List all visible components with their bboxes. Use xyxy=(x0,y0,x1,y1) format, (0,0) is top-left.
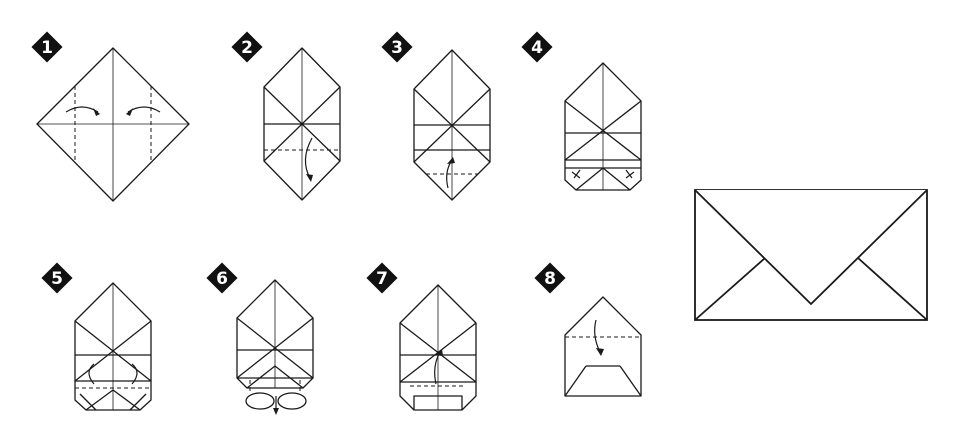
step-2-number: 2 xyxy=(241,38,253,58)
step-5-number: 5 xyxy=(51,269,63,289)
step-4-paper xyxy=(564,62,642,191)
step-3: 3 xyxy=(381,31,491,201)
step-7-paper xyxy=(399,284,477,411)
step-6: 6 xyxy=(206,262,314,415)
step-3-paper xyxy=(413,49,491,201)
step-2: 2 xyxy=(231,31,341,201)
step-2-badge: 2 xyxy=(231,31,263,63)
step-8-badge: 8 xyxy=(534,262,566,294)
step-6-badge: 6 xyxy=(206,262,238,294)
step-7: 7 xyxy=(366,262,477,411)
step-7-badge: 7 xyxy=(366,262,398,294)
step-5: 5 xyxy=(41,262,152,411)
step-4-badge: 4 xyxy=(521,31,553,63)
step-4-number: 4 xyxy=(531,38,543,58)
step-6-number: 6 xyxy=(216,269,228,289)
finished-envelope xyxy=(694,189,928,321)
step-3-badge: 3 xyxy=(381,31,413,63)
step-1: 1 xyxy=(31,31,190,202)
step-2-paper xyxy=(263,47,341,201)
step-4: 4 xyxy=(521,31,642,191)
step-1-badge: 1 xyxy=(31,31,63,63)
step-1-number: 1 xyxy=(41,38,53,58)
step-7-number: 7 xyxy=(376,269,388,289)
step-8: 8 xyxy=(534,262,642,397)
step-3-number: 3 xyxy=(391,38,403,58)
step-5-paper xyxy=(74,282,152,411)
step-1-paper xyxy=(36,47,190,202)
step-5-badge: 5 xyxy=(41,262,73,294)
step-8-paper xyxy=(564,296,642,397)
step-8-number: 8 xyxy=(544,269,556,289)
step-6-paper xyxy=(236,279,314,415)
